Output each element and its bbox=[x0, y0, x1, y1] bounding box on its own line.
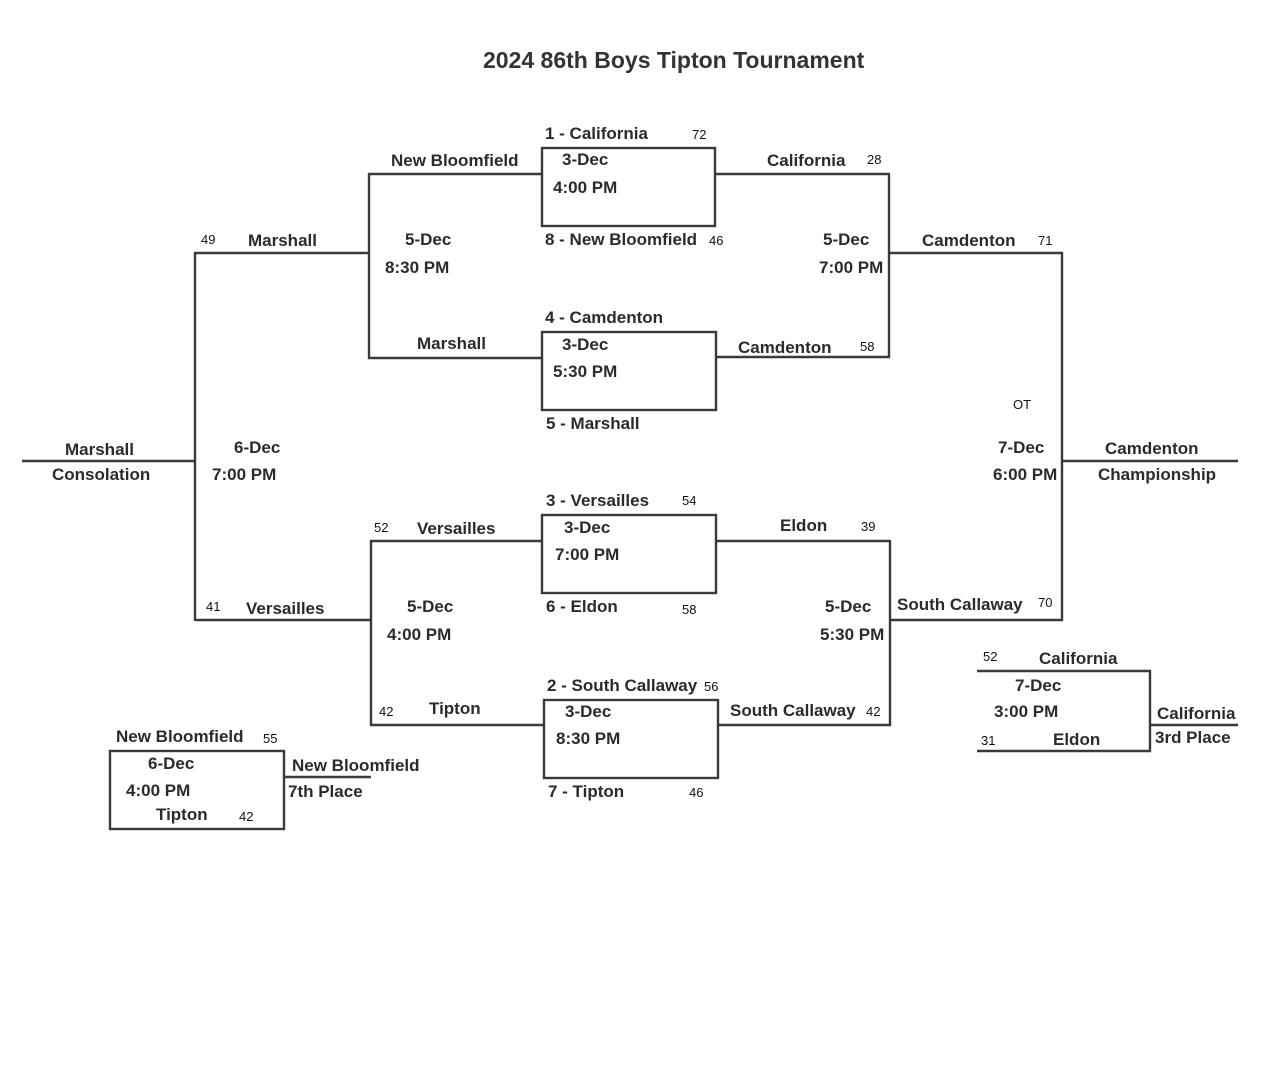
game3-top-team: 3 - Versailles bbox=[546, 491, 650, 510]
semi-consolation-top-time: 8:30 PM bbox=[385, 258, 450, 277]
championship-label: Championship bbox=[1098, 465, 1217, 484]
seventh-place-label: 7th Place bbox=[288, 782, 363, 801]
semi-consolation-bottom-date: 5-Dec bbox=[407, 597, 454, 616]
game3-time: 7:00 PM bbox=[555, 545, 620, 564]
semi-consolation-bottom-time: 4:00 PM bbox=[387, 625, 452, 644]
game4-top-team: 2 - South Callaway bbox=[547, 676, 698, 695]
third-place-top-team: California bbox=[1039, 649, 1118, 668]
semi-consolation-bottom-top-score: 52 bbox=[374, 520, 389, 535]
third-place-label: 3rd Place bbox=[1155, 728, 1231, 747]
semi-consolation-bottom-bottom-team: Tipton bbox=[429, 699, 481, 718]
championship-bottom-score: 70 bbox=[1038, 595, 1053, 610]
semi-winners-top-time: 7:00 PM bbox=[819, 258, 884, 277]
seventh-place-box bbox=[108, 749, 286, 831]
game4-time: 8:30 PM bbox=[556, 729, 621, 748]
consolation-bottom-team: Versailles bbox=[246, 599, 325, 618]
game-box-4 bbox=[542, 698, 720, 780]
consolation-time: 7:00 PM bbox=[212, 465, 277, 484]
game2-top-team: 4 - Camdenton bbox=[545, 308, 664, 327]
championship-top-team: Camdenton bbox=[922, 231, 1016, 250]
third-place-winner-team: California bbox=[1157, 704, 1236, 723]
championship-overtime-note: OT bbox=[1013, 397, 1032, 412]
championship-time: 6:00 PM bbox=[993, 465, 1058, 484]
game4-bottom-team: 7 - Tipton bbox=[548, 782, 625, 801]
semi-winners-bottom-date: 5-Dec bbox=[825, 597, 872, 616]
game3-bottom-score: 58 bbox=[682, 602, 697, 617]
third-place-date: 7-Dec bbox=[1015, 676, 1062, 695]
consolation-winner-team: Marshall bbox=[65, 440, 134, 459]
seventh-place-top-score: 55 bbox=[263, 731, 278, 746]
semi-consolation-bottom-top-team: Versailles bbox=[417, 519, 496, 538]
championship-top-score: 71 bbox=[1038, 233, 1053, 248]
semi-consolation-bottom-bottom-score: 42 bbox=[379, 704, 394, 719]
game-box-1 bbox=[540, 146, 717, 228]
consolation-top-team: Marshall bbox=[248, 231, 317, 250]
semi-consolation-top-date: 5-Dec bbox=[405, 230, 452, 249]
game4-date: 3-Dec bbox=[565, 702, 612, 721]
semi-winners-top-score: 28 bbox=[867, 152, 882, 167]
consolation-bottom-score: 41 bbox=[206, 599, 221, 614]
semi-winners-bottom-time: 5:30 PM bbox=[820, 625, 885, 644]
semi-winners-bottom-top-team: Eldon bbox=[780, 516, 828, 535]
third-place-time: 3:00 PM bbox=[994, 702, 1059, 721]
semi-winners-bottom-top-score: 39 bbox=[861, 519, 876, 534]
game1-top-score: 72 bbox=[692, 127, 707, 142]
championship-date: 7-Dec bbox=[998, 438, 1045, 457]
game1-top-team: 1 - California bbox=[545, 124, 648, 143]
game4-top-score: 56 bbox=[704, 679, 719, 694]
third-place-bottom-team: Eldon bbox=[1053, 730, 1101, 749]
seventh-place-date: 6-Dec bbox=[148, 754, 195, 773]
third-place-bottom-score: 31 bbox=[981, 733, 996, 748]
game4-bottom-score: 46 bbox=[689, 785, 704, 800]
game1-date: 3-Dec bbox=[562, 150, 609, 169]
game2-date: 3-Dec bbox=[562, 335, 609, 354]
champion-team: Camdenton bbox=[1105, 439, 1199, 458]
game1-bottom-score: 46 bbox=[709, 233, 724, 248]
game2-time: 5:30 PM bbox=[553, 362, 618, 381]
semi-consolation-top-bottom-team: Marshall bbox=[417, 334, 486, 353]
game3-date: 3-Dec bbox=[564, 518, 611, 537]
game-box-3 bbox=[540, 513, 718, 595]
semi-winners-top-bottom-score: 58 bbox=[860, 339, 875, 354]
semi-winners-bottom-bottom-score: 42 bbox=[866, 704, 881, 719]
game1-time: 4:00 PM bbox=[553, 178, 618, 197]
seventh-place-top-team: New Bloomfield bbox=[116, 727, 244, 746]
consolation-label: Consolation bbox=[52, 465, 151, 484]
third-place-top-score: 52 bbox=[983, 649, 998, 664]
seventh-place-bottom-score: 42 bbox=[239, 809, 254, 824]
consolation-top-score: 49 bbox=[201, 232, 216, 247]
game3-top-score: 54 bbox=[682, 493, 697, 508]
semi-winners-top-date: 5-Dec bbox=[823, 230, 870, 249]
consolation-date: 6-Dec bbox=[234, 438, 281, 457]
tournament-title: 2024 86th Boys Tipton Tournament bbox=[483, 47, 865, 73]
game3-bottom-team: 6 - Eldon bbox=[546, 597, 618, 616]
semi-consolation-top-team: New Bloomfield bbox=[391, 151, 519, 170]
game-box-2 bbox=[540, 330, 718, 412]
semi-winners-top-team: California bbox=[767, 151, 846, 170]
game1-bottom-team: 8 - New Bloomfield bbox=[545, 230, 698, 249]
seventh-place-time: 4:00 PM bbox=[126, 781, 191, 800]
seventh-place-bottom-team: Tipton bbox=[156, 805, 208, 824]
semi-winners-bottom-bottom-team: South Callaway bbox=[730, 701, 856, 720]
game2-bottom-team: 5 - Marshall bbox=[546, 414, 640, 433]
seventh-place-winner-team: New Bloomfield bbox=[292, 756, 420, 775]
championship-bottom-team: South Callaway bbox=[897, 595, 1023, 614]
semi-winners-top-bottom-team: Camdenton bbox=[738, 338, 832, 357]
